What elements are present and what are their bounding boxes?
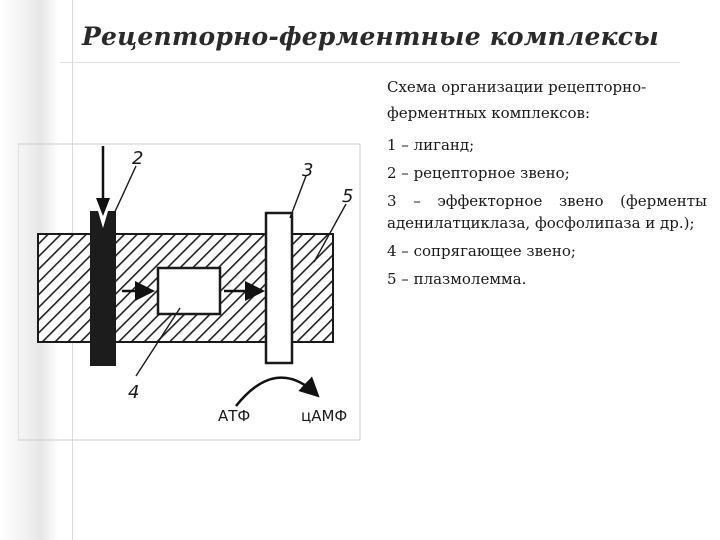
pointer-line-2 [112, 165, 137, 217]
label-5: 5 [342, 186, 353, 207]
legend-item-ligand: 1 – лиганд; [387, 136, 475, 154]
pointer-line-4 [135, 307, 181, 377]
legend-item-coupling: 4 – сопрягающее звено; [387, 242, 576, 260]
figure-frame [18, 143, 361, 441]
legend-list: 1 – лиганд; 2 – рецепторное звено; 3 – э… [387, 134, 707, 296]
legend-item-receptor: 2 – рецепторное звено; [387, 164, 570, 182]
effector-link [264, 211, 294, 365]
pointer-line-5 [313, 203, 347, 263]
legend-item-plasmolemma: 5 – плазмолемма. [387, 270, 527, 288]
atp-label: АТФ [218, 407, 250, 425]
receptor-link [90, 211, 116, 366]
slide-title: Рецепторно-ферментные комплексы [82, 22, 659, 51]
camp-label: цАМФ [301, 407, 347, 425]
scheme-description: Схема организации рецепторно-ферментных … [387, 78, 647, 122]
pointer-line-3 [289, 175, 307, 219]
ligand-arrowhead [96, 198, 110, 216]
atp-to-camp-arrow [235, 376, 320, 407]
label-4: 4 [128, 382, 139, 403]
legend-item-effector: 3 – эффекторное звено (ферменты аденилат… [387, 192, 707, 232]
title-divider [60, 62, 680, 63]
label-2: 2 [132, 148, 143, 169]
receptor-enzyme-complex-diagram: 2 3 5 4 АТФ цАМФ [18, 143, 361, 441]
label-3: 3 [302, 160, 313, 181]
coupling-link [156, 266, 222, 316]
